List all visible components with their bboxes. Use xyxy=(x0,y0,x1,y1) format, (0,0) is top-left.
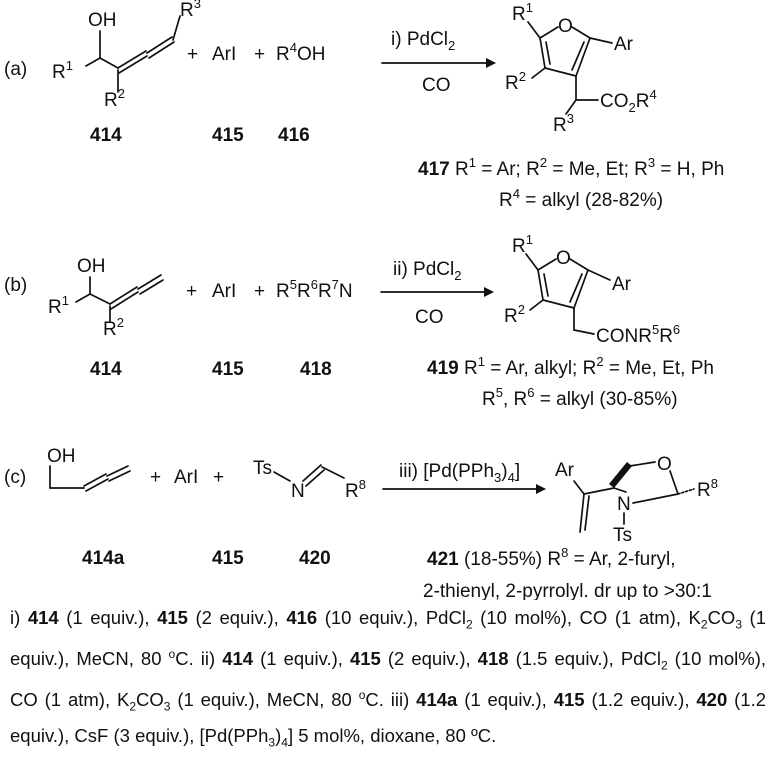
imine-nitrogen-label: N xyxy=(291,481,305,502)
arrow-condition-top: i) PdCl2 xyxy=(391,29,455,53)
aryl-iodide-label: ArI xyxy=(174,467,198,488)
compound-420-number: 420 xyxy=(299,548,331,569)
product-419-scope-1: 419 R1 = Ar, alkyl; R2 = Me, Et, Ph xyxy=(427,354,714,379)
product-417-scope-1: 417 R1 = Ar; R2 = Me, Et; R3 = H, Ph xyxy=(418,155,724,180)
r2-label: R2 xyxy=(104,86,125,111)
plus-sign: + xyxy=(150,467,161,488)
oxazolidine-nitrogen-label: N xyxy=(617,494,631,515)
imine-420-structure: Ts N R8 xyxy=(253,458,366,502)
amine-label: R5R6R7N xyxy=(276,277,353,302)
arrow-condition-bottom: CO xyxy=(422,75,451,96)
r1-label: R1 xyxy=(512,0,533,25)
product-421-scope-2: 2-thienyl, 2-pyrrolyl. dr up to >30:1 xyxy=(423,581,712,600)
arrow-head xyxy=(484,287,494,297)
aryl-label: Ar xyxy=(612,274,632,295)
reactant-414-structure: OH R1 R2 R3 xyxy=(52,0,201,111)
scheme-c-tag: (c) xyxy=(4,467,26,488)
plus-sign: + xyxy=(186,281,197,302)
reaction-conditions-footnote: i) 414 (1 equiv.), 415 (2 equiv.), 416 (… xyxy=(10,603,766,758)
furan-oxygen-label: O xyxy=(556,248,571,269)
alcohol-label: R4OH xyxy=(276,40,325,65)
amide-label: CONR5R6 xyxy=(596,322,680,347)
reaction-scheme: (a) OH R1 R2 R3 414 + ArI 415 + R4OH 416… xyxy=(4,0,724,600)
aryl-iodide-label: ArI xyxy=(212,44,236,65)
tosyl-label: Ts xyxy=(613,525,632,546)
conditions-ii: ii) 414 (1 equiv.), 415 (2 equiv.), 418 … xyxy=(10,647,766,714)
scheme-c: (c) OH 414a + ArI 415 + Ts N R8 420 iii)… xyxy=(4,446,718,600)
r1-label: R1 xyxy=(52,58,73,83)
r3-label: R3 xyxy=(180,0,201,21)
plus-sign: + xyxy=(254,44,265,65)
aryl-iodide-label: ArI xyxy=(212,281,236,302)
product-419-scope-2: R5, R6 = alkyl (30-85%) xyxy=(482,385,678,410)
r3-label: R3 xyxy=(553,111,574,136)
r8-label: R8 xyxy=(345,477,366,502)
arrow-condition-bottom: CO xyxy=(415,307,444,328)
compound-414-number: 414 xyxy=(90,125,122,146)
r2-label: R2 xyxy=(103,315,124,340)
plus-sign: + xyxy=(254,281,265,302)
aryl-label: Ar xyxy=(555,460,575,481)
arrow-head xyxy=(486,58,496,68)
scheme-b: (b) OH R1 R2 414 + ArI 415 + R5R6R7N 418… xyxy=(4,232,714,410)
arrow-head xyxy=(536,484,546,494)
r1-text: R xyxy=(52,62,66,83)
product-421-structure: Ar O N R8 Ts xyxy=(555,454,718,546)
plus-sign: + xyxy=(213,467,224,488)
reactant-414a-structure: OH xyxy=(47,446,131,492)
r2-label: R2 xyxy=(505,69,526,94)
furan-oxygen-label: O xyxy=(558,16,573,37)
compound-415-number: 415 xyxy=(212,359,244,380)
compound-415-number: 415 xyxy=(212,125,244,146)
scheme-b-tag: (b) xyxy=(4,275,27,296)
arrow-condition-top: iii) [Pd(PPh3)4] xyxy=(399,461,520,485)
r1-label: R1 xyxy=(48,293,69,318)
compound-415-number: 415 xyxy=(212,548,244,569)
plus-sign: + xyxy=(187,44,198,65)
product-417-structure: O R1 Ar R2 CO2R4 R3 xyxy=(505,0,657,136)
scheme-a: (a) OH R1 R2 R3 414 + ArI 415 + R4OH 416… xyxy=(4,0,724,211)
tosyl-label: Ts xyxy=(253,458,272,479)
hydroxyl-label: OH xyxy=(47,446,76,467)
arrow-condition-top: ii) PdCl2 xyxy=(393,259,461,283)
ester-label: CO2R4 xyxy=(600,87,657,115)
conditions-iii: iii) 414a (1 equiv.), 415 (1.2 equiv.), … xyxy=(10,688,767,751)
product-417-scope-2: R4 = alkyl (28-82%) xyxy=(499,186,663,211)
hydroxyl-label: OH xyxy=(77,256,106,277)
oxazolidine-oxygen-label: O xyxy=(657,454,672,475)
r8-label: R8 xyxy=(697,476,718,501)
product-421-scope-1: 421 (18-55%) R8 = Ar, 2-furyl, xyxy=(427,545,676,570)
r1-label: R1 xyxy=(512,232,533,257)
compound-416-number: 416 xyxy=(278,125,310,146)
r2-label: R2 xyxy=(504,302,525,327)
conditions-i: i) 414 (1 equiv.), 415 (2 equiv.), 416 (… xyxy=(10,607,766,669)
hydroxyl-label: OH xyxy=(88,10,117,31)
compound-414-number: 414 xyxy=(90,359,122,380)
product-419-structure: O R1 Ar R2 CONR5R6 xyxy=(504,232,680,347)
reactant-414-structure: OH R1 R2 xyxy=(48,256,164,340)
compound-418-number: 418 xyxy=(300,359,332,380)
scheme-a-tag: (a) xyxy=(4,59,27,80)
compound-414a-number: 414a xyxy=(82,548,125,569)
aryl-label: Ar xyxy=(614,34,634,55)
